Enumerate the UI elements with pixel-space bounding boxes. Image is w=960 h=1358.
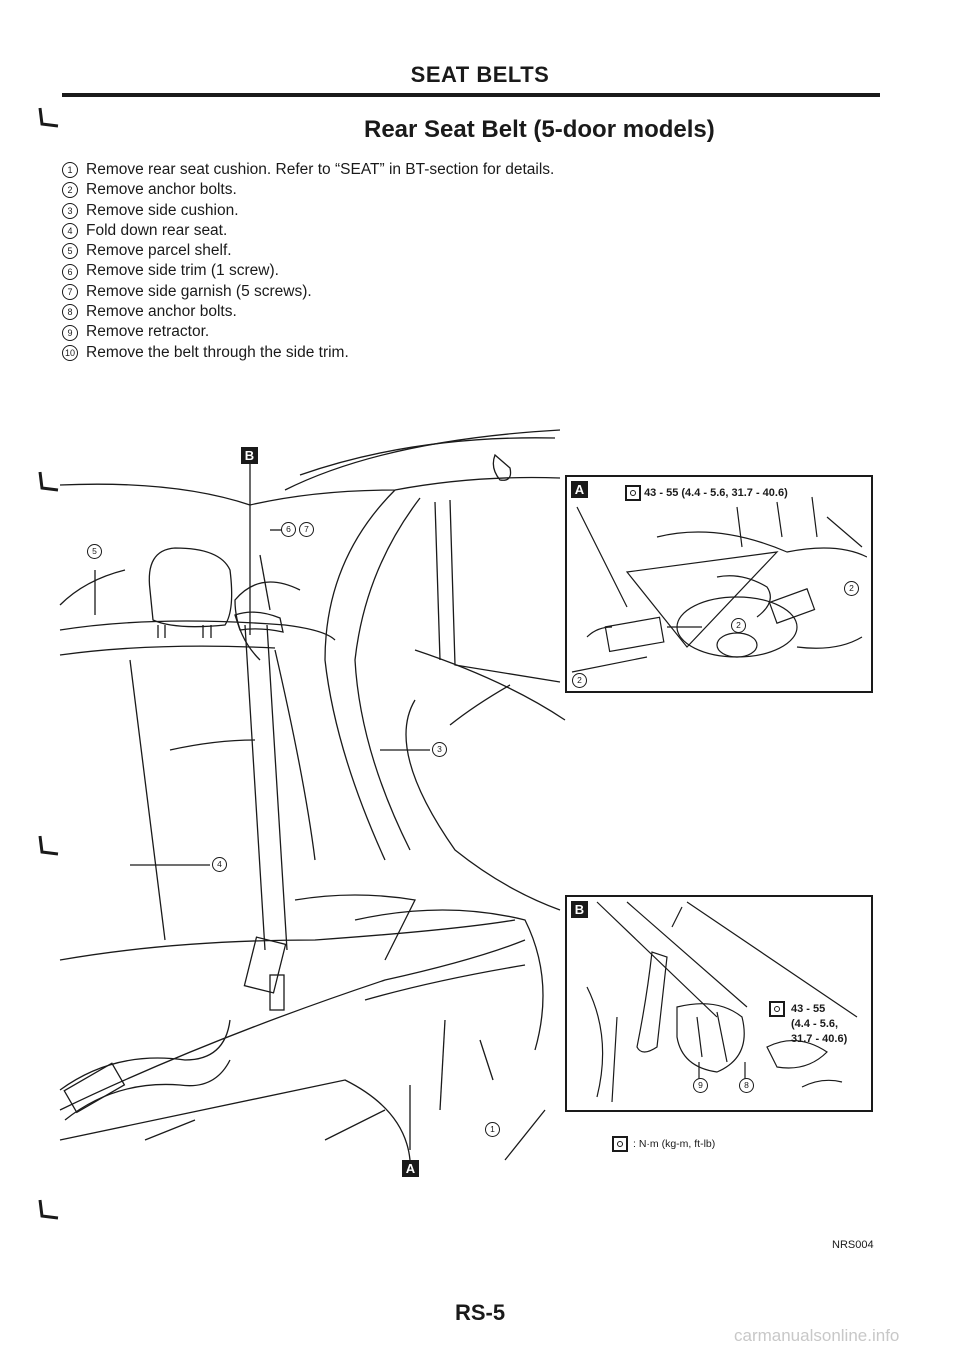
inset-b-detail: B 43 - 55 (4.4 - 5.6, 31.7 - 40.6) 9 8: [565, 895, 873, 1112]
page-number: RS-5: [454, 1300, 506, 1325]
page-header-title: SEAT BELTS: [410, 62, 550, 87]
step-number: 1: [62, 162, 78, 179]
list-item: 9 Remove retractor.: [62, 322, 554, 342]
binder-mark-icon: [38, 470, 60, 492]
inset-b-torque-line2: (4.4 - 5.6,: [791, 1018, 839, 1030]
inset-b-letter: B: [571, 901, 588, 918]
retractor-illustration: [586, 901, 858, 1103]
step-number: 8: [62, 304, 78, 321]
step-text: Remove retractor.: [86, 323, 210, 341]
step-number: 2: [62, 182, 78, 199]
step-number: 4: [62, 223, 78, 240]
callout-5: 5: [87, 544, 102, 559]
list-item: 1 Remove rear seat cushion. Refer to “SEA…: [62, 160, 554, 180]
step-number: 7: [62, 283, 78, 300]
torque-legend: : N·m (kg-m, ft-lb): [612, 1136, 715, 1152]
callout-2: 2: [572, 673, 587, 688]
list-item: 3 Remove side cushion.: [62, 201, 554, 221]
label-b-marker: B: [241, 447, 258, 464]
step-number: 3: [62, 202, 78, 219]
step-text: Remove side cushion.: [86, 201, 239, 219]
watermark-text: carmanualsonline.info: [734, 1326, 900, 1345]
list-item: 6 Remove side trim (1 screw).: [62, 261, 554, 281]
binder-mark-icon: [38, 1198, 60, 1220]
step-text: Remove parcel shelf.: [86, 242, 232, 260]
callout-6: 6: [281, 522, 296, 537]
binder-mark-icon: [38, 834, 60, 856]
section-title: Rear Seat Belt (5-door models): [364, 116, 715, 143]
inset-b-torque-spec: 43 - 55 (4.4 - 5.6, 31.7 - 40.6): [769, 1001, 847, 1047]
binder-mark-icon: [38, 106, 60, 128]
torque-wrench-icon: [612, 1136, 628, 1152]
callout-7: 7: [299, 522, 314, 537]
callout-3: 3: [432, 742, 447, 757]
callout-8: 8: [739, 1078, 754, 1093]
step-text: Remove side trim (1 screw).: [86, 262, 279, 280]
list-item: 8 Remove anchor bolts.: [62, 302, 554, 322]
inset-a-torque-value: 43 - 55 (4.4 - 5.6, 31.7 - 40.6): [644, 486, 788, 499]
torque-wrench-icon: [769, 1001, 785, 1017]
torque-wrench-icon: [625, 485, 641, 501]
step-number: 6: [62, 263, 78, 280]
inset-b-torque-line3: 31.7 - 40.6): [791, 1033, 848, 1045]
step-text: Fold down rear seat.: [86, 221, 228, 239]
step-text: Remove anchor bolts.: [86, 303, 237, 321]
step-number: 10: [62, 344, 78, 361]
anchor-bolt-illustration: [571, 496, 867, 673]
callout-2: 2: [731, 618, 746, 633]
step-number: 9: [62, 324, 78, 341]
figure-code: NRS004: [832, 1239, 874, 1251]
callout-4: 4: [212, 857, 227, 872]
callout-1: 1: [485, 1122, 500, 1137]
callout-9: 9: [693, 1078, 708, 1093]
step-number: 5: [62, 243, 78, 260]
step-text: Remove the belt through the side trim.: [86, 343, 349, 361]
step-text: Remove anchor bolts.: [86, 181, 237, 199]
header-rule: [62, 93, 880, 97]
list-item: 10 Remove the belt through the side trim.: [62, 343, 554, 363]
rear-seat-illustration: [59, 429, 566, 1161]
inset-a-torque-spec: 43 - 55 (4.4 - 5.6, 31.7 - 40.6): [625, 485, 788, 501]
label-a-marker: A: [402, 1160, 419, 1177]
procedure-steps: 1 Remove rear seat cushion. Refer to “SEA…: [62, 160, 554, 363]
inset-a-letter: A: [571, 481, 588, 498]
inset-b-torque-line1: 43 - 55: [791, 1002, 826, 1015]
step-text: Remove rear seat cushion. Refer to “SEAT…: [86, 161, 555, 178]
list-item: 2 Remove anchor bolts.: [62, 180, 554, 200]
step-text: Remove side garnish (5 screws).: [86, 282, 312, 300]
legend-text: : N·m (kg-m, ft-lb): [633, 1138, 716, 1150]
list-item: 5 Remove parcel shelf.: [62, 241, 554, 261]
list-item: 4 Fold down rear seat.: [62, 221, 554, 241]
inset-a-detail: A 43 - 55 (4.4 - 5.6, 31.7 - 40.6) 2 2 2: [565, 475, 873, 693]
callout-2: 2: [844, 581, 859, 596]
list-item: 7 Remove side garnish (5 screws).: [62, 282, 554, 302]
